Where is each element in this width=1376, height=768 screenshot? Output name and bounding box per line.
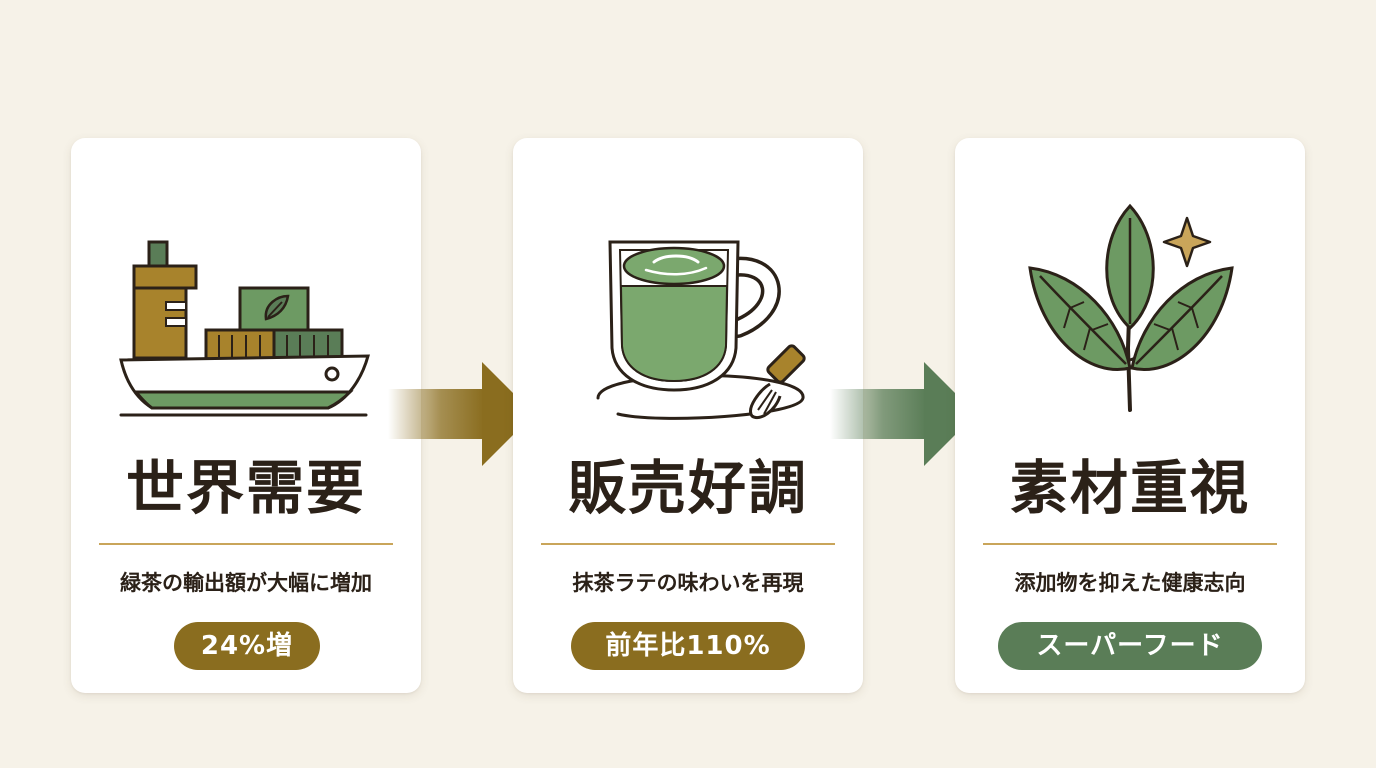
step-title: 素材重視 <box>1009 454 1250 522</box>
step-badge: 前年比110% <box>571 622 805 670</box>
matcha-latte-cup-icon <box>538 178 838 438</box>
arrow-right-icon <box>830 362 980 466</box>
step-description: 抹茶ラテの味わいを再現 <box>572 571 804 595</box>
step-title: 世界需要 <box>125 454 366 522</box>
step-description: 緑茶の輸出額が大幅に増加 <box>120 571 372 595</box>
divider <box>983 543 1277 545</box>
step-title: 販売好調 <box>567 454 808 522</box>
arrow-right-icon <box>388 362 538 466</box>
step-card-ingredient-focus: 素材重視 添加物を抑えた健康志向 スーパーフード <box>955 138 1305 693</box>
step-card-world-demand: 世界需要 緑茶の輸出額が大幅に増加 24%増 <box>71 138 421 693</box>
step-description: 添加物を抑えた健康志向 <box>1014 571 1246 595</box>
divider <box>99 543 393 545</box>
divider <box>541 543 835 545</box>
cargo-ship-icon <box>96 178 396 438</box>
step-badge: スーパーフード <box>998 622 1262 670</box>
step-card-strong-sales: 販売好調 抹茶ラテの味わいを再現 前年比110% <box>513 138 863 693</box>
step-badge: 24%増 <box>174 622 320 670</box>
tea-leaves-icon <box>980 178 1280 438</box>
